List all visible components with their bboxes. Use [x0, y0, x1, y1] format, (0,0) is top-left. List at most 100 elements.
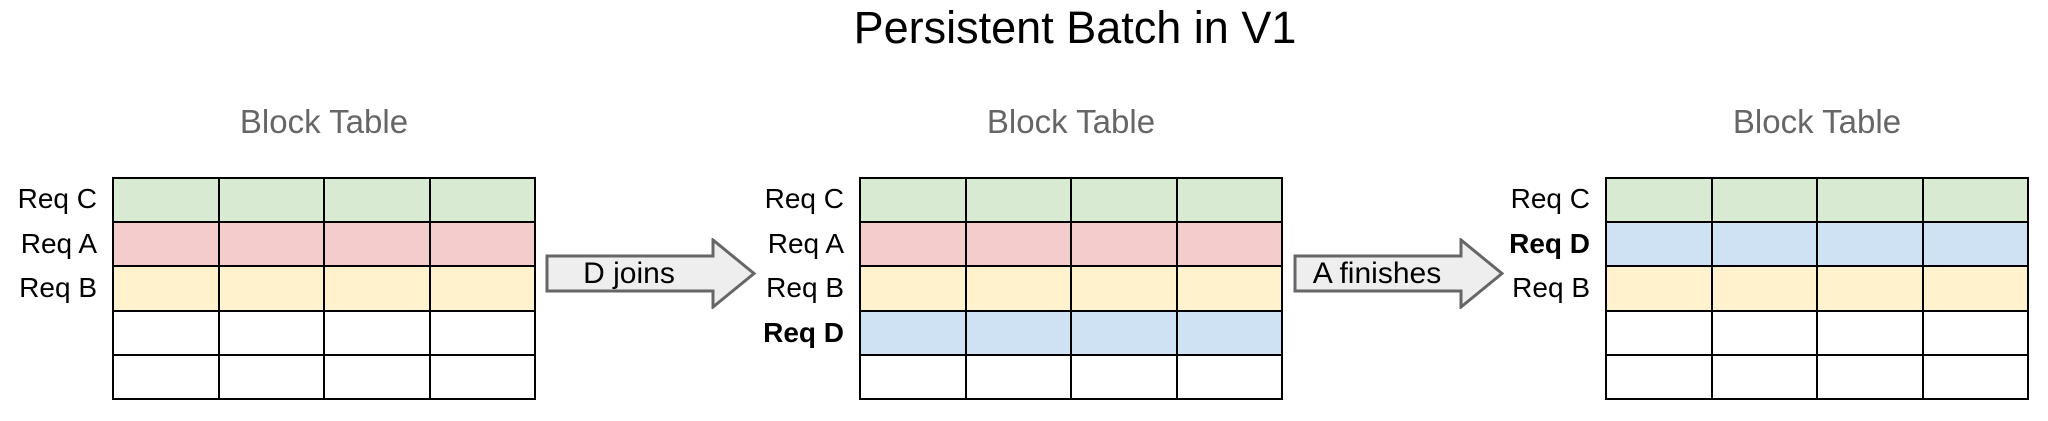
row-label-req-a: Req A — [20, 227, 97, 259]
block-table — [1605, 176, 2029, 401]
table-cell — [859, 353, 967, 401]
table-cell — [1921, 176, 2029, 224]
table-cell — [1605, 221, 1713, 268]
table-cell — [1070, 353, 1178, 401]
block-table-title: Block Table — [1732, 103, 1902, 140]
table-row — [112, 221, 536, 268]
table-cell — [964, 176, 1072, 224]
row-label-req-c: Req C — [1510, 183, 1590, 214]
row-label-req-d: Req D — [1509, 227, 1590, 259]
right-arrow-icon — [1293, 238, 1505, 309]
table-cell — [859, 176, 967, 224]
table-cell — [112, 265, 220, 312]
table-cell — [1175, 176, 1283, 224]
table-cell — [1921, 265, 2029, 312]
table-cell — [1175, 265, 1283, 312]
table-cell — [1921, 309, 2029, 356]
table-cell — [859, 221, 967, 268]
table-cell — [964, 221, 1072, 268]
table-cell — [1816, 176, 1924, 224]
table-row — [859, 353, 1283, 401]
table-cell — [428, 176, 536, 224]
table-cell — [1175, 309, 1283, 356]
table-cell — [1605, 309, 1713, 356]
table-row — [1605, 353, 2029, 401]
right-arrow-icon — [545, 238, 757, 309]
table-cell — [1816, 353, 1924, 401]
table-row — [859, 176, 1283, 224]
table-cell — [1710, 176, 1818, 224]
table-row — [112, 309, 536, 356]
block-table-title: Block Table — [986, 103, 1156, 140]
row-label-empty — [0, 355, 97, 400]
table-cell — [323, 176, 431, 224]
row-label-req-b: Req B — [766, 272, 844, 304]
d-joins-arrow: D joins — [545, 238, 757, 309]
table-cell — [1710, 353, 1818, 401]
table-cell — [1710, 265, 1818, 312]
row-label-req-b: Req B — [19, 272, 97, 304]
table-row — [112, 353, 536, 401]
table-cell — [428, 265, 536, 312]
table-row — [859, 221, 1283, 268]
table-cell — [428, 309, 536, 356]
row-label-empty — [1450, 311, 1590, 356]
table-row — [1605, 309, 2029, 356]
table-cell — [323, 221, 431, 268]
table-cell — [1175, 221, 1283, 268]
table-cell — [1921, 221, 2029, 268]
table-cell — [217, 221, 325, 268]
table-cell — [859, 265, 967, 312]
table-row — [112, 265, 536, 312]
row-labels: Req C Req A Req B Req D — [704, 177, 844, 400]
table-cell — [1070, 265, 1178, 312]
table-cell — [1605, 265, 1713, 312]
row-labels: Req C Req D Req B — [1450, 177, 1590, 400]
table-row — [1605, 176, 2029, 224]
table-cell — [112, 309, 220, 356]
table-cell — [217, 176, 325, 224]
table-cell — [112, 353, 220, 401]
row-label-req-a: Req A — [767, 227, 844, 259]
table-cell — [217, 353, 325, 401]
table-cell — [112, 221, 220, 268]
table-row — [1605, 221, 2029, 268]
row-label-empty — [704, 355, 844, 400]
table-cell — [859, 309, 967, 356]
table-row — [112, 176, 536, 224]
table-cell — [217, 265, 325, 312]
table-row — [1605, 265, 2029, 312]
table-cell — [1816, 221, 1924, 268]
row-label-empty — [0, 311, 97, 356]
row-label-req-c: Req C — [17, 183, 97, 214]
table-cell — [323, 309, 431, 356]
table-cell — [964, 265, 1072, 312]
table-cell — [323, 265, 431, 312]
block-table — [112, 176, 536, 401]
table-cell — [1710, 221, 1818, 268]
table-cell — [323, 353, 431, 401]
table-cell — [1605, 353, 1713, 401]
table-cell — [428, 221, 536, 268]
row-label-req-d: Req D — [763, 316, 844, 348]
table-cell — [1710, 309, 1818, 356]
table-row — [859, 309, 1283, 356]
table-cell — [428, 353, 536, 401]
row-label-req-b: Req B — [1512, 272, 1590, 304]
arrow-label: D joins — [583, 257, 675, 290]
table-cell — [1605, 176, 1713, 224]
table-cell — [1175, 353, 1283, 401]
table-cell — [1070, 309, 1178, 356]
table-cell — [112, 176, 220, 224]
table-row — [859, 265, 1283, 312]
table-cell — [1816, 309, 1924, 356]
page-title: Persistent Batch in V1 — [853, 2, 1297, 53]
row-label-empty — [1450, 355, 1590, 400]
table-cell — [217, 309, 325, 356]
arrow-label: A finishes — [1312, 257, 1442, 290]
table-cell — [1070, 176, 1178, 224]
row-labels: Req C Req A Req B — [0, 177, 97, 400]
table-cell — [1921, 353, 2029, 401]
a-finishes-arrow: A finishes — [1293, 238, 1505, 309]
